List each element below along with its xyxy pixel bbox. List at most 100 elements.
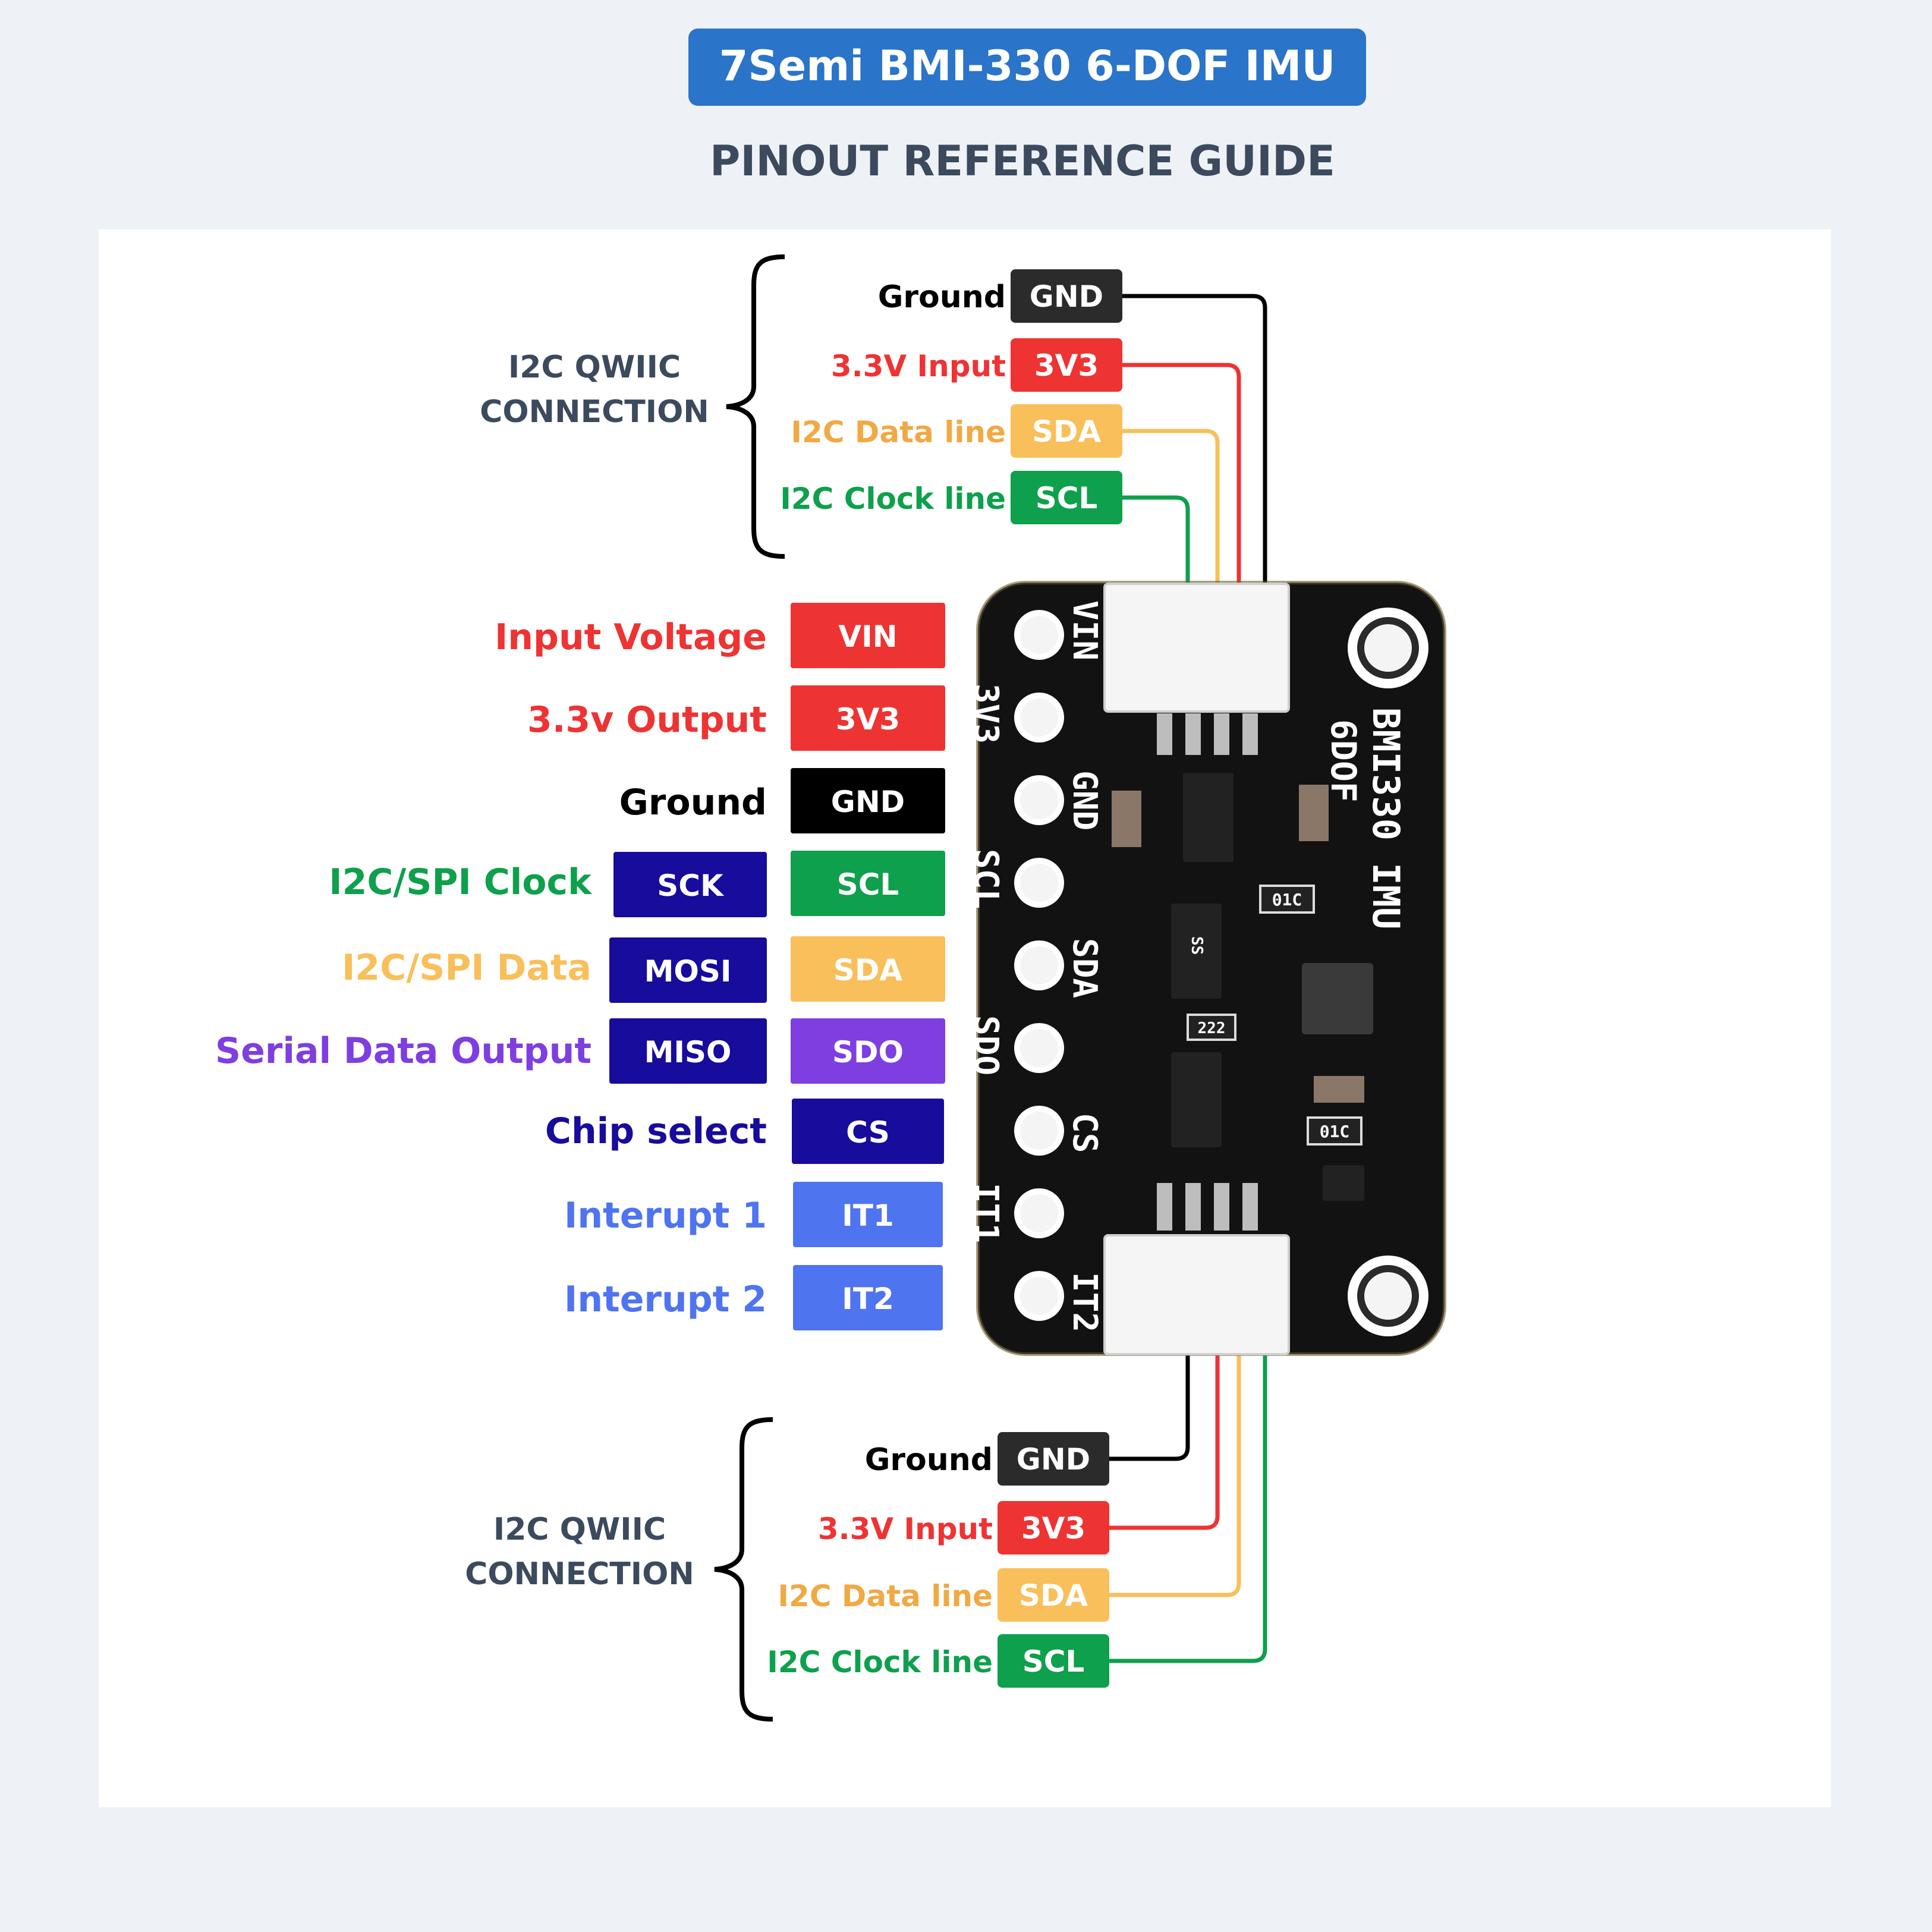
qwiic-label: Ground [865,1442,993,1478]
pin-name: CS [846,1115,890,1150]
pin-name: 3V3 [1021,1511,1085,1546]
pin-badge [791,936,945,1002]
wire-3v3 [1109,1354,1220,1530]
qwiic-top-group: I2C QWIIC CONNECTION Ground GND 3.3V Inp… [480,254,1267,586]
alt-pin-badge [609,1018,767,1084]
title-badge [688,29,1366,106]
capacitor [1112,791,1141,847]
pin-badge [793,1265,943,1330]
alt-pin-name: MISO [644,1035,732,1069]
pin-badge [998,1568,1109,1622]
silk-label: VIN [1065,600,1104,660]
wire-sda [1122,429,1220,586]
pin-name: VIN [838,619,897,654]
pin-badge [791,768,945,833]
capacitor [1299,785,1329,841]
pin-pad-hole [1020,946,1058,984]
qwiic-top-group-label: CONNECTION [480,394,709,430]
board-name: 6DOF [1323,719,1364,803]
silk-label: SCL [967,849,1005,909]
connector-body [1103,583,1290,713]
alt-pin-badge [613,852,767,917]
resistor [1187,1014,1236,1041]
pin-badge [791,1018,945,1084]
pin-badge [792,1099,944,1164]
qwiic-label: 3.3V Input [818,1512,993,1546]
wire-scl [1109,1354,1267,1663]
pin-name: SDA [833,953,903,987]
connector-body [1103,1234,1290,1355]
pin-description: I2C/SPI Clock [329,861,593,903]
pin-badge [998,1501,1109,1555]
pin-description: Input Voltage [495,616,767,658]
page-title: 7Semi BMI-330 6-DOF IMU [719,42,1336,90]
connector-leg [1242,1183,1258,1231]
qwiic-label: I2C Data line [778,1579,993,1613]
pin-name: SDA [1019,1578,1088,1613]
silk-label: GND [1065,770,1104,830]
pin-name: SCL [1036,481,1098,515]
qwiic-label: I2C Data line [791,415,1006,449]
pin-description: Serial Data Output [215,1030,591,1072]
pin-badge [998,1634,1109,1688]
qwiic-label: I2C Clock line [767,1645,993,1679]
page-subtitle: PINOUT REFERENCE GUIDE [710,137,1335,185]
pin-pad-hole [1020,698,1058,737]
ic-chip [1183,773,1234,862]
pin-name: IT1 [842,1198,894,1233]
pin-name: GND [1017,1442,1090,1477]
pin-badge [793,1182,943,1247]
pin-name: GND [831,785,905,819]
connector-leg [1242,713,1258,755]
pin-pad-hole [1020,864,1058,902]
pin-description: Chip select [545,1110,767,1152]
mounting-hole [1364,624,1412,672]
pin-badge [791,851,945,916]
ic-chip [1171,1052,1222,1147]
component-marking: 01C [1320,1122,1350,1141]
header-pads [1014,610,1064,1321]
pin-name: SDO [832,1035,904,1069]
connector-leg [1157,1183,1172,1231]
capacitor [1314,1076,1364,1103]
qwiic-bottom-group-label: I2C QWIIC [493,1512,666,1547]
brace [714,1417,773,1722]
pin-badge [998,1432,1109,1486]
pin-pad-hole [1020,1112,1058,1150]
pin-pad-hole [1020,616,1058,654]
mounting-hole [1364,1272,1412,1320]
board-name: BMI330 IMU [1364,707,1408,929]
pin-name: IT2 [842,1282,894,1316]
pin-name: 3V3 [836,702,900,737]
brace [726,254,785,559]
component-marking: 01C [1272,890,1302,910]
pin-name: SCL [1022,1644,1085,1679]
silk-label: IT1 [967,1183,1005,1243]
pin-badge [1011,471,1122,524]
component-marking: 222 [1198,1020,1226,1037]
connector-leg [1214,713,1229,755]
ic-chip [1323,1165,1364,1201]
header-pin-list: Input Voltage VIN 3.3v Output 3V3 Ground… [215,603,945,1330]
alt-pin-badge [609,937,767,1003]
pin-badge [791,603,945,668]
pin-description: I2C/SPI Data [342,947,591,989]
connector-leg [1157,713,1172,755]
silk-label: 3V3 [967,684,1005,744]
pin-description: Interupt 2 [564,1279,767,1320]
silkscreen-labels: VIN 3V3 GND SCL SDA SDO CS IT1 IT2 BMI33… [967,600,1408,1332]
connector-leg [1214,1183,1229,1231]
qwiic-connector-bottom [1103,1183,1290,1355]
connector-leg [1185,1183,1201,1231]
silk-label: SDA [1065,938,1104,998]
pin-badge [1011,404,1122,458]
alt-pin-name: SCK [657,869,725,903]
component-marking: SS [1188,936,1206,955]
smd-components: 01C 01C 222 SS [1112,773,1373,1201]
pin-name: 3V3 [1034,348,1099,383]
wire-gnd [1109,1354,1190,1461]
wire-gnd [1122,294,1267,586]
pin-description: Ground [619,782,767,823]
